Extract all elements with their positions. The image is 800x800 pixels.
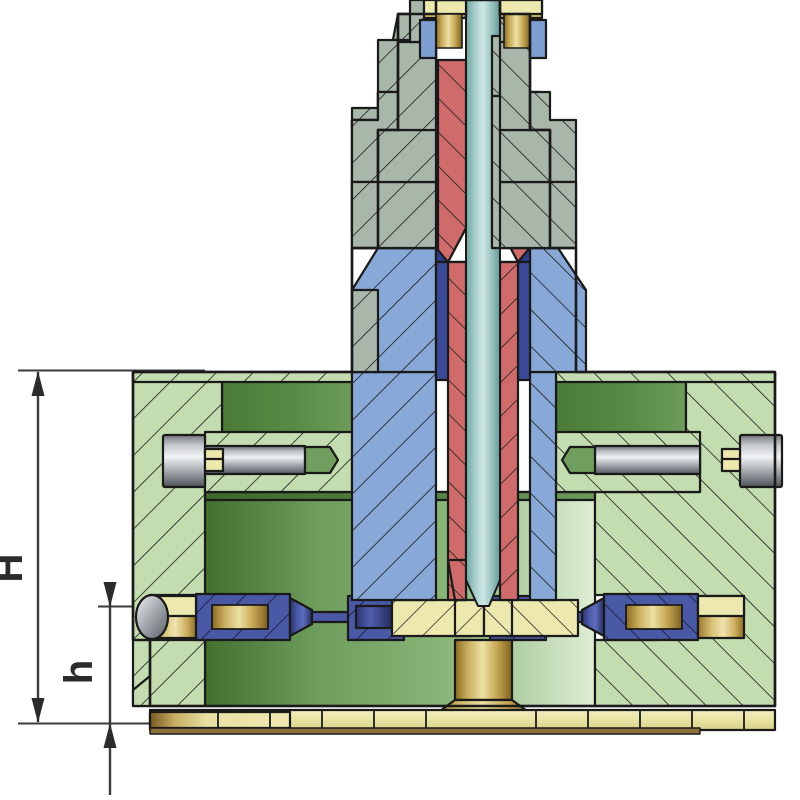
dimension-h xyxy=(103,582,117,795)
housing-right-neck-plate xyxy=(498,40,532,132)
dimension-H xyxy=(31,371,45,723)
screw-left-head xyxy=(161,433,207,489)
red-sleeve-right-lower xyxy=(498,260,520,602)
housing-right-upper-plate xyxy=(498,128,552,184)
screw-right-washer-bot xyxy=(720,457,742,473)
red-sleeve-left-tip xyxy=(446,558,468,602)
base-plate-shadow xyxy=(148,710,292,730)
cap-screw-right xyxy=(560,433,784,489)
dome-cap-left xyxy=(134,593,170,641)
dimension-label-H: H xyxy=(0,554,31,583)
linkage-left-rod xyxy=(310,610,350,624)
screw-right-shank xyxy=(593,444,702,476)
screw-left-washer-bot xyxy=(203,457,225,473)
housing-right-plate xyxy=(498,180,578,250)
housing-left-plate xyxy=(350,180,438,250)
linkage-left-waist xyxy=(288,596,314,638)
dimension-group xyxy=(18,369,205,795)
linkage-right-bore xyxy=(625,604,683,630)
screw-right-tip xyxy=(560,445,597,475)
top-nut-thread-right xyxy=(503,13,531,49)
base-plate-underside xyxy=(149,727,701,735)
cap-screw-left xyxy=(161,433,340,489)
linkage-left-plug xyxy=(354,604,394,630)
outer-silhouette xyxy=(131,0,777,708)
linkage-right-waist xyxy=(580,596,606,638)
dimension-label-h: h xyxy=(57,660,101,684)
brass-right-upper xyxy=(696,594,746,618)
column-sleeve-right xyxy=(528,370,558,602)
center-pin-shaft xyxy=(453,638,514,702)
top-nut-collar-right xyxy=(498,0,544,16)
linkage-left-bore xyxy=(211,604,269,630)
red-sleeve-left-lower xyxy=(446,260,468,602)
flange-left-top-lip xyxy=(131,370,354,384)
column-sleeve-left xyxy=(350,370,438,602)
assembly xyxy=(131,0,784,735)
top-nut-thread-left xyxy=(435,13,463,49)
top-nut-blue-seat-right xyxy=(528,18,548,60)
column-sleeve-right-upper xyxy=(528,246,588,374)
red-sleeve-left xyxy=(436,58,468,264)
base-plate-segments xyxy=(217,710,745,730)
top-nut-blue-seat-left xyxy=(418,18,438,60)
flange-right-top-lip xyxy=(554,370,777,384)
top-nut-assembly xyxy=(418,0,548,60)
top-nut-collar-left xyxy=(422,0,468,16)
cross-member-right xyxy=(500,598,580,638)
screw-left-tip xyxy=(303,445,340,475)
